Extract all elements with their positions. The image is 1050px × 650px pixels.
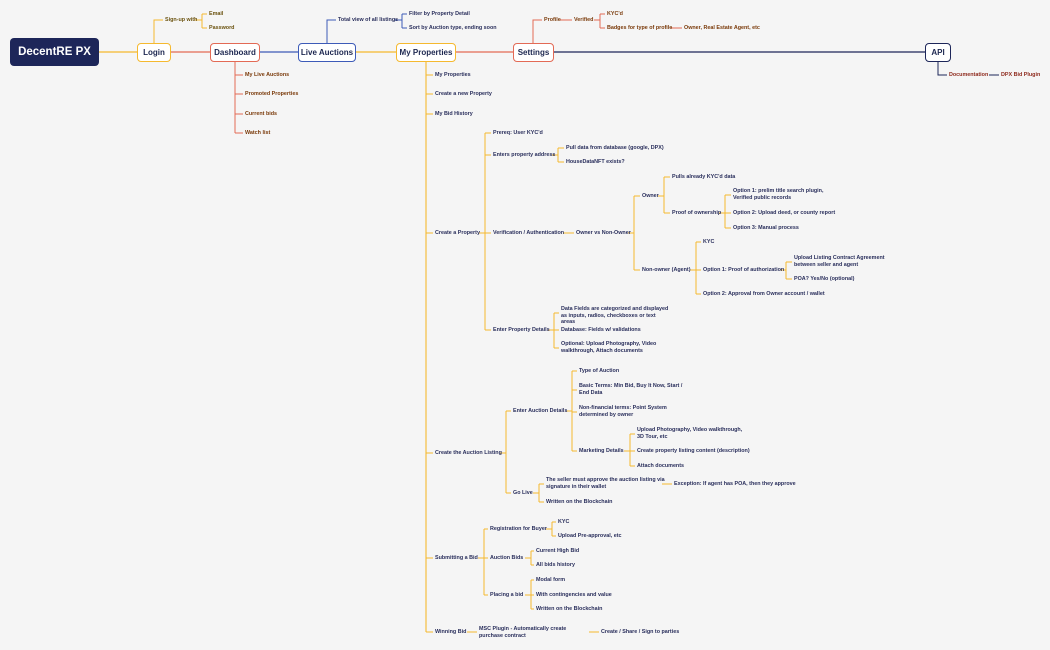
documentation-label: Documentation: [949, 72, 989, 78]
optional-upload-label: Optional: Upload Photography, Video walk…: [561, 341, 657, 354]
mp-create-listing: Create the Auction Listing: [435, 450, 502, 456]
mp-my-properties: My Properties: [435, 72, 471, 78]
marketing-upload-label: Upload Photography, Video walkthrough, 3…: [637, 427, 743, 440]
plugin-label: DPX Bid Plugin: [1001, 72, 1041, 78]
registration-label: Registration for Buyer: [490, 526, 547, 532]
contingencies-label: With contingencies and value: [536, 592, 612, 598]
reg-kyc-label: KYC: [558, 519, 570, 525]
live-auctions-node[interactable]: Live Auctions: [298, 43, 356, 62]
basic-terms-label: Basic Terms: Min Bid, Buy It Now, Start …: [579, 383, 683, 396]
password-label: Password: [209, 25, 235, 31]
upload-listing-label: Upload Listing Contract Agreement betwee…: [794, 255, 885, 268]
marketing-create-label: Create property listing content (descrip…: [637, 448, 750, 454]
api-node[interactable]: API: [925, 43, 951, 62]
option3-label: Option 3: Manual process: [733, 225, 799, 231]
placing-label: Placing a bid: [490, 592, 524, 598]
connector-line: [532, 19, 542, 43]
kyc-settings-label: KYC'd: [607, 11, 623, 17]
auction-bids-label: Auction Bids: [490, 555, 524, 561]
owner-types-label: Owner, Real Estate Agent, etc: [684, 25, 760, 31]
all-bids-label: All bids history: [536, 562, 575, 568]
connector-line: [937, 62, 947, 76]
approval-label: Option 2: Approval from Owner account / …: [703, 291, 825, 297]
seller-approve-label: The seller must approve the auction list…: [546, 477, 665, 490]
non-owner-label: Non-owner (Agent): [642, 267, 691, 273]
dashboard-node[interactable]: Dashboard: [210, 43, 260, 62]
login-node[interactable]: Login: [137, 43, 171, 62]
type-auction-label: Type of Auction: [579, 368, 620, 374]
housedata-label: HouseDataNFT exists?: [566, 159, 625, 165]
marketing-label: Marketing Details: [579, 448, 624, 454]
option1-label: Option 1: prelim title search plugin, Ve…: [733, 188, 824, 201]
verified-label: Verified: [574, 17, 594, 23]
profile-label: Profile: [544, 17, 561, 23]
signup-label: Sign-up with: [165, 17, 198, 23]
root-node[interactable]: DecentRE PX: [10, 38, 99, 66]
go-live-label: Go Live: [513, 490, 533, 496]
pulls-kyc-label: Pulls already KYC'd data: [672, 174, 736, 180]
enter-details-label: Enter Property Details: [493, 327, 550, 333]
data-fields-label: Data Fields are categorized and displaye…: [561, 306, 669, 326]
marketing-attach-label: Attach documents: [637, 463, 685, 469]
sort-label: Sort by Auction type, ending soon: [409, 25, 497, 31]
dashboard-item: Current bids: [245, 111, 278, 117]
msc-plugin-label: MSC Plugin - Automatically create purcha…: [479, 626, 567, 639]
kyc-agent-label: KYC: [703, 239, 715, 245]
enters-address-label: Enters property address: [493, 152, 556, 158]
dashboard-item: My Live Auctions: [245, 72, 290, 78]
written-blockchain-bid-label: Written on the Blockchain: [536, 606, 603, 612]
prereq-label: Prereq: User KYC'd: [493, 130, 543, 136]
enter-auction-label: Enter Auction Details: [513, 408, 568, 414]
proof-auth-label: Option 1: Proof of authorization: [703, 267, 785, 273]
owner-vs-label: Owner vs Non-Owner: [576, 230, 631, 236]
pull-data-label: Pull data from database (google, DPX): [566, 145, 664, 151]
nonfinancial-label: Non-financial terms: Point System determ…: [579, 405, 667, 418]
mp-bid-history: My Bid History: [435, 111, 473, 117]
my-properties-node[interactable]: My Properties: [396, 43, 456, 62]
written-blockchain-label: Written on the Blockchain: [546, 499, 613, 505]
exception-label: Exception: If agent has POA, then they a…: [674, 481, 796, 487]
settings-node[interactable]: Settings: [513, 43, 554, 62]
database-fields-label: Database: Fields w/ validations: [561, 327, 641, 333]
badges-label: Badges for type of profile: [607, 25, 673, 31]
filter-label: Filter by Property Detail: [409, 11, 470, 17]
poa-label: POA? Yes/No (optional): [794, 276, 855, 282]
dashboard-item: Promoted Properties: [245, 91, 299, 97]
preapproval-label: Upload Pre-approval, etc: [558, 533, 622, 539]
email-label: Email: [209, 11, 224, 17]
modal-form-label: Modal form: [536, 577, 566, 583]
connector-line: [326, 19, 336, 43]
option2-label: Option 2: Upload deed, or county report: [733, 210, 836, 216]
proof-ownership-label: Proof of ownership: [672, 210, 722, 216]
connector-line: [153, 19, 163, 43]
current-high-label: Current High Bid: [536, 548, 580, 554]
verification-label: Verification / Authentication: [493, 230, 565, 236]
mp-submitting-bid: Submitting a Bid: [435, 555, 478, 561]
dashboard-item: Watch list: [245, 130, 271, 136]
mp-winning-bid: Winning Bid: [435, 629, 467, 635]
owner-label: Owner: [642, 193, 659, 199]
mp-create-new: Create a new Property: [435, 91, 492, 97]
mp-create-property: Create a Property: [435, 230, 480, 236]
total-view-label: Total view of all listings: [338, 17, 399, 23]
create-share-label: Create / Share / Sign to parties: [601, 629, 680, 635]
